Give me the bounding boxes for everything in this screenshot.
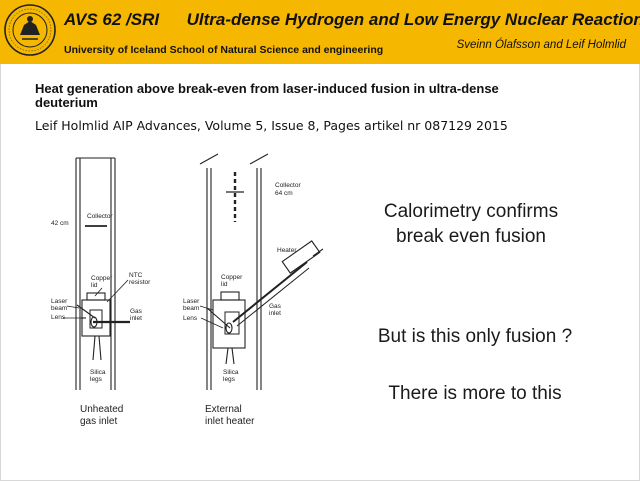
header-band: AVS 62 /SRI Ultra-dense Hydrogen and Low… (0, 0, 640, 64)
paper-citation: Leif Holmlid AIP Advances, Volume 5, Iss… (35, 118, 508, 133)
right-labels: Collector 64 cm Heater Copper lid Laser … (183, 182, 301, 383)
right-lens-label: Lens (183, 315, 198, 322)
paper-title: Heat generation above break-even from la… (35, 82, 595, 110)
left-copper-lid (86, 292, 106, 301)
left-ntc-label-1: NTC (129, 272, 143, 279)
left-gas-label-1: Gas (130, 308, 143, 315)
right-heater-label: Heater (277, 247, 297, 254)
right-laser-label-1: Laser (183, 298, 200, 305)
right-heater (281, 240, 321, 274)
right-apparatus (199, 153, 324, 390)
right-gas-inlet-pipe (232, 261, 308, 323)
apparatus-diagram: 42 cm Collector Copper lid NTC resistor … (51, 153, 324, 427)
right-laser-label-2: beam (183, 305, 199, 312)
left-copper-label-1: Copper (91, 275, 113, 282)
calorimetry-line-1: Calorimetry confirms (383, 201, 559, 222)
more-statement: There is more to this (388, 383, 562, 404)
calorimetry-statement: Calorimetry confirms break even fusion (356, 199, 586, 249)
right-caption-1: External (205, 404, 242, 415)
left-height-label: 42 cm (51, 220, 69, 227)
affiliation: University of Iceland School of Natural … (64, 44, 384, 56)
left-collector-label: Collector (87, 213, 113, 220)
right-collector-label-2: 64 cm (275, 190, 293, 197)
right-caption: External inlet heater (205, 404, 255, 427)
right-lens (225, 322, 233, 334)
left-lens-label: Lens (51, 314, 66, 321)
right-copper-label-1: Copper (221, 274, 243, 281)
right-gas-label-2: inlet (269, 310, 281, 317)
left-apparatus (63, 157, 130, 390)
left-copper-label-2: lid (91, 282, 98, 289)
left-lens (90, 316, 98, 328)
left-laser-beam (76, 304, 96, 319)
left-gas-label-2: inlet (130, 315, 142, 322)
paper-title-line-1: Heat generation above break-even from la… (35, 81, 499, 96)
left-ntc-label-2: resistor (129, 279, 151, 286)
authors: Sveinn Ólafsson and Leif Holmlid (456, 39, 626, 51)
slide-series-title: Ultra-dense Hydrogen and Low Energy Nucl… (186, 10, 640, 29)
right-gas-label-1: Gas (269, 303, 282, 310)
right-collector-label-1: Collector (275, 182, 301, 189)
left-caption-2: gas inlet (80, 416, 117, 427)
left-legs-label-2: legs (90, 376, 103, 383)
left-caption: Unheated gas inlet (80, 404, 123, 427)
left-legs-label-1: Silica (90, 369, 106, 376)
right-legs-label-2: legs (223, 376, 236, 383)
right-legs-label-1: Silica (223, 369, 239, 376)
right-copper-label-2: lid (221, 281, 228, 288)
left-caption-1: Unheated (80, 404, 123, 415)
calorimetry-line-2: break even fusion (396, 226, 546, 247)
paper-title-line-2: deuterium (35, 95, 98, 110)
header-title-row: AVS 62 /SRI Ultra-dense Hydrogen and Low… (64, 10, 640, 30)
right-caption-2: inlet heater (205, 416, 255, 427)
left-laser-label-1: Laser (51, 298, 68, 305)
university-seal-logo (4, 4, 56, 56)
left-laser-label-2: beam (51, 305, 67, 312)
course-code: AVS 62 /SRI (64, 10, 160, 29)
fusion-question: But is this only fusion ? (377, 326, 573, 347)
left-labels: 42 cm Collector Copper lid NTC resistor … (51, 213, 151, 383)
right-copper-lid (220, 291, 240, 301)
